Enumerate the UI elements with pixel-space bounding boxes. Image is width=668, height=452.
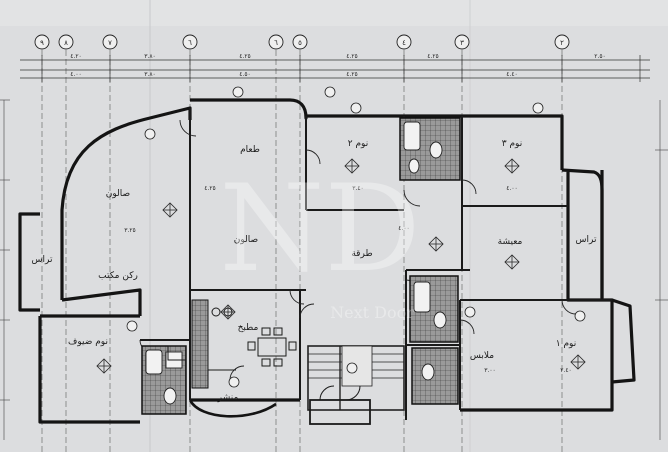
section-marks xyxy=(126,86,586,388)
room-label-corridor: طرقة xyxy=(351,249,372,259)
room-label-laundry: منشر xyxy=(217,393,239,403)
paper-top-band xyxy=(0,0,668,26)
inner-dimension: ٣.٠٠ xyxy=(484,367,496,374)
inner-dimension: ٤.٠٠ xyxy=(398,225,410,232)
floor-finish-mark xyxy=(220,304,236,320)
axis-bubble xyxy=(454,34,470,50)
room-label-office-corner: ركن مكتب xyxy=(98,271,138,281)
top-dimension-texts: ٤.٢٠ ٣.٨٠ ٤.٢٥ ٤.٢٥ ٤.٢٥ ٢.٥٠ xyxy=(70,53,606,60)
top-dimension-lines xyxy=(20,55,650,82)
axis-label: ٨ xyxy=(64,39,68,47)
floor-finish-mark xyxy=(162,202,178,218)
room-label-bedroom2: نوم ٢ xyxy=(348,139,368,149)
inner-dimension: ٣.٢٥ xyxy=(124,227,136,234)
axis-bubble xyxy=(292,34,308,50)
axis-label: ٥ xyxy=(298,39,302,47)
dimension-text: ٤.٥٠ xyxy=(239,71,251,78)
dimension-text: ٤.٢٥ xyxy=(346,53,358,60)
inner-dimension-labels: ٤.٢٥ ٣.٤٠ ٤.٠٠ ٤.٠٠ ٣.٢٥ ٣.٠٠ ٢.٤٠ xyxy=(124,185,572,374)
room-label-terrace-left: تراس xyxy=(32,255,53,265)
inner-dimension: ٤.٢٥ xyxy=(204,185,216,192)
axis-bubble xyxy=(58,34,74,50)
dimension-text: ٤.٠٠ xyxy=(70,71,82,78)
dimension-text: ٤.٢٥ xyxy=(239,53,251,60)
watermark: ND Next Door xyxy=(219,160,420,322)
axis-label: ٦ xyxy=(188,39,192,47)
room-label-guest-bedroom: نوم ضيوف xyxy=(68,337,108,347)
dimension-text: ٢.٥٠ xyxy=(594,53,606,60)
room-label-hall: صالون xyxy=(234,235,258,245)
watermark-initials: ND xyxy=(219,160,420,299)
axis-label: ٣ xyxy=(460,39,464,47)
room-label-terrace-right: تراس xyxy=(576,235,597,245)
inner-dimension: ٤.٠٠ xyxy=(506,185,518,192)
room-label-kitchen: مطبخ xyxy=(238,323,259,333)
floor-finish-mark xyxy=(570,354,586,370)
inner-dimension: ٣.٤٠ xyxy=(352,185,364,192)
axis-bubble xyxy=(182,34,198,50)
axis-bubble xyxy=(102,34,118,50)
room-label-dressing: ملابس xyxy=(470,351,494,361)
exterior-walls xyxy=(18,98,636,424)
dimension-text: ٤.٤٠ xyxy=(506,71,518,78)
axis-label: ٩ xyxy=(40,39,44,47)
dimension-text: ٤.٢٥ xyxy=(427,53,439,60)
interior-walls xyxy=(140,108,612,420)
axis-label: ٦ xyxy=(274,39,278,47)
watermark-text: Next Door xyxy=(330,303,414,322)
lower-dimension-texts: ٤.٠٠ ٣.٨٠ ٤.٥٠ ٤.٢٥ ٤.٤٠ xyxy=(70,71,518,78)
dimension-text: ٤.٢٥ xyxy=(346,71,358,78)
axis-label: ٤ xyxy=(402,39,406,47)
dimension-text: ٤.٢٠ xyxy=(70,53,82,60)
axis-bubble xyxy=(268,34,284,50)
floor-finish-mark xyxy=(504,158,520,174)
dimension-text: ٣.٨٠ xyxy=(144,53,156,60)
floor-finish-mark xyxy=(96,358,112,374)
lobby-entrance xyxy=(309,385,371,425)
room-label-salon: صالون xyxy=(106,189,130,199)
inner-dimension: ٢.٤٠ xyxy=(560,367,572,374)
floor-finish-mark xyxy=(504,254,520,270)
axis-bubble xyxy=(396,34,412,50)
door-swings xyxy=(139,119,577,381)
grid-axis-bubbles: ٩ ٨ ٧ ٦ ٦ ٥ ٤ ٣ ٢ xyxy=(34,34,570,50)
floor-finish-mark xyxy=(428,236,444,252)
floor-finish-mark xyxy=(344,158,360,174)
axis-bubble xyxy=(34,34,50,50)
room-labels: صالون طعام نوم ٢ نوم ٣ ركن مكتب صالون طرقة معيش… xyxy=(32,139,597,403)
sanitary-fixtures xyxy=(145,121,447,405)
room-label-bedroom3: نوم ٣ xyxy=(502,139,522,149)
axis-label: ٧ xyxy=(108,39,112,47)
dining-table xyxy=(247,327,297,367)
floor-finish-marks xyxy=(96,158,586,374)
room-label-living: معيشة xyxy=(498,237,523,247)
axis-bubble xyxy=(554,34,570,50)
laundry-balcony-wall xyxy=(188,399,277,418)
axis-label: ٢ xyxy=(560,39,564,47)
room-label-bedroom1: نوم ١ xyxy=(556,339,576,349)
left-dimension-ticks xyxy=(0,99,668,440)
room-label-dining: طعام xyxy=(240,145,260,155)
dimension-text: ٣.٨٠ xyxy=(144,71,156,78)
